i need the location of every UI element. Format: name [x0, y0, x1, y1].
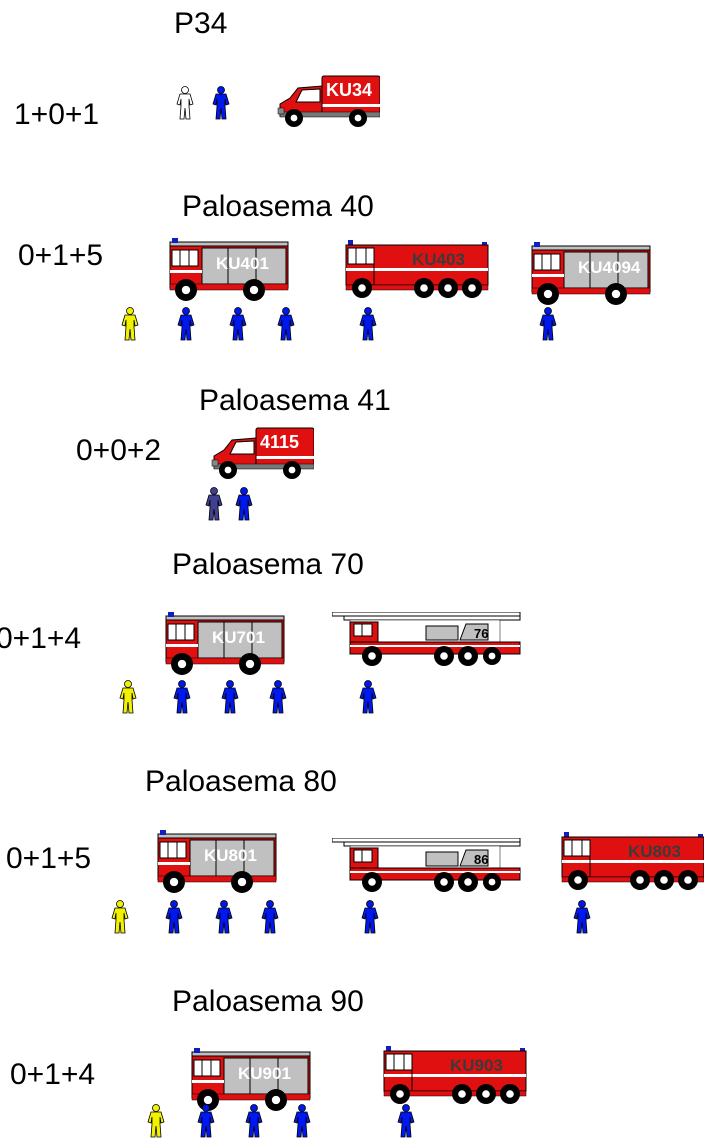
- person-icon: [172, 680, 192, 714]
- tanker-vehicle: KU403: [344, 240, 490, 302]
- ladder-vehicle: 76: [332, 612, 522, 670]
- vehicle-label: 4115: [260, 432, 300, 452]
- engine-vehicle: KU901: [190, 1048, 314, 1112]
- person-icon: [176, 307, 196, 341]
- vehicle-label: KU34: [326, 80, 373, 100]
- person-icon: [260, 900, 280, 934]
- station-title: P34: [174, 7, 228, 40]
- station-title: Paloasema 41: [199, 384, 391, 417]
- vehicle-label: KU801: [204, 846, 257, 865]
- vehicle-label: 76: [474, 626, 489, 641]
- person-icon: [175, 86, 195, 120]
- person-icon: [358, 680, 378, 714]
- vehicle-label: KU903: [450, 1056, 503, 1075]
- person-icon: [220, 680, 240, 714]
- vehicle-label: KU901: [238, 1064, 291, 1083]
- vehicle-label: KU403: [412, 250, 465, 269]
- station-strength: 0+1+5: [6, 842, 92, 875]
- vehicle-label: KU4094: [578, 258, 641, 277]
- station-title: Paloasema 90: [172, 985, 364, 1018]
- person-icon: [204, 487, 224, 521]
- station-title: Paloasema 70: [172, 548, 364, 581]
- person-icon: [146, 1104, 166, 1138]
- station-strength: 1+0+1: [14, 98, 100, 131]
- person-icon: [360, 900, 380, 934]
- ambulance-vehicle: KU34: [272, 74, 380, 130]
- person-icon: [358, 307, 378, 341]
- vehicle-label: KU701: [212, 628, 265, 647]
- vehicle-label: KU803: [628, 842, 681, 861]
- person-icon: [234, 487, 254, 521]
- person-icon: [268, 680, 288, 714]
- person-icon: [572, 900, 592, 934]
- person-icon: [396, 1104, 416, 1138]
- vehicle-label: 86: [474, 852, 489, 867]
- engine-vehicle: KU801: [156, 830, 280, 894]
- person-icon: [228, 307, 248, 341]
- vehicle-label: KU401: [216, 254, 269, 273]
- person-icon: [118, 680, 138, 714]
- person-icon: [538, 307, 558, 341]
- engine-vehicle: KU4094: [530, 242, 654, 306]
- person-icon: [214, 900, 234, 934]
- engine-vehicle: KU401: [168, 238, 292, 302]
- station-title: Paloasema 40: [182, 190, 374, 223]
- person-icon: [211, 86, 231, 120]
- person-icon: [292, 1104, 312, 1138]
- tanker-vehicle: KU903: [382, 1046, 528, 1108]
- person-icon: [110, 900, 130, 934]
- station-strength: 0+1+4: [0, 622, 82, 655]
- station-strength: 0+1+5: [18, 239, 104, 272]
- station-strength: 0+0+2: [76, 434, 162, 467]
- person-icon: [164, 900, 184, 934]
- person-icon: [120, 307, 140, 341]
- station-strength: 0+1+4: [10, 1058, 96, 1091]
- person-icon: [276, 307, 296, 341]
- ambulance-vehicle: 4115: [206, 426, 314, 482]
- ladder-vehicle: 86: [332, 838, 522, 896]
- station-title: Paloasema 80: [145, 765, 337, 798]
- person-icon: [196, 1104, 216, 1138]
- tanker-vehicle: KU803: [560, 832, 704, 894]
- person-icon: [244, 1104, 264, 1138]
- engine-vehicle: KU701: [164, 612, 288, 676]
